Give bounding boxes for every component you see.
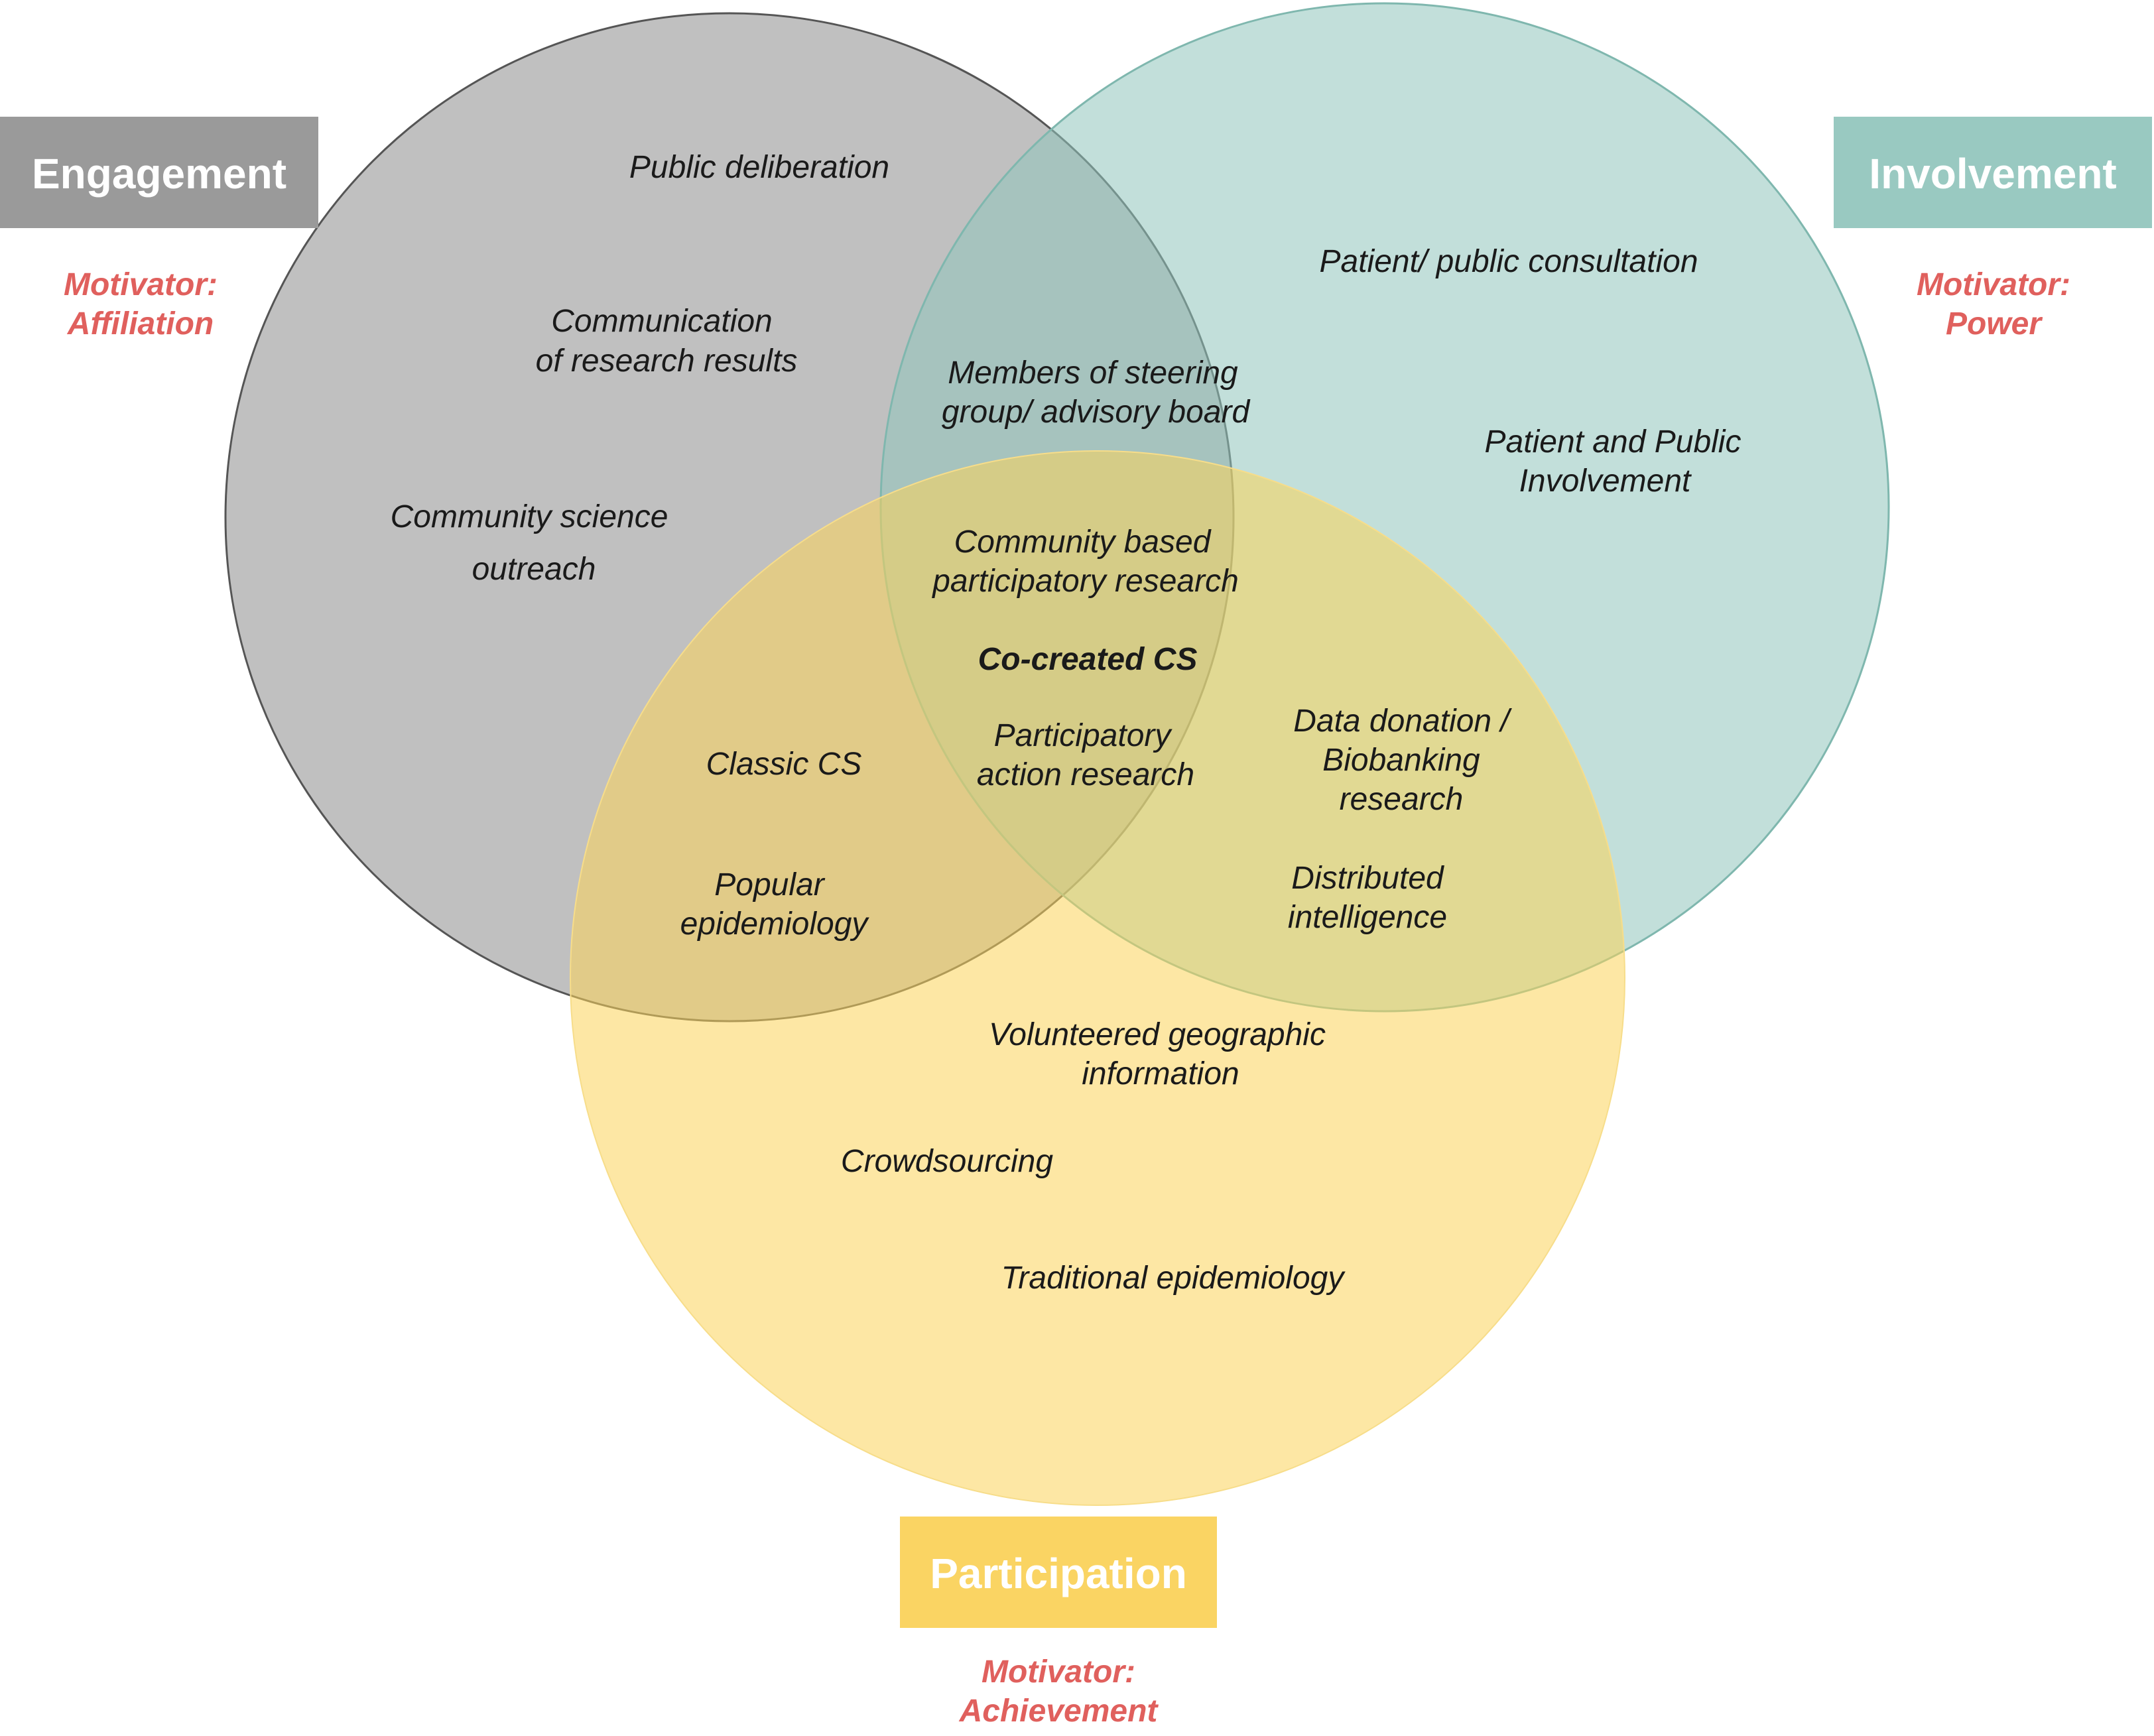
item-steering-line2: group/ advisory board	[942, 395, 1251, 430]
item-community-science-line1: Community science	[391, 499, 668, 534]
engagement-motivator-line2: Affiliation	[67, 306, 214, 341]
item-popular-epi-line2: epidemiology	[680, 906, 870, 942]
item-crowdsourcing: Crowdsourcing	[841, 1144, 1053, 1179]
item-classic-cs: Classic CS	[706, 747, 862, 782]
item-cocreated-cs: Co-created CS	[978, 642, 1198, 677]
item-community-science-line2: outreach	[472, 552, 596, 587]
item-vgi-line1: Volunteered geographic	[989, 1017, 1326, 1052]
participation-label-text: Participation	[930, 1550, 1187, 1597]
participation-label: Participation	[900, 1517, 1217, 1628]
item-communication-line2: of research results	[536, 343, 798, 379]
item-vgi-line2: information	[1082, 1056, 1239, 1091]
engagement-label: Engagement	[0, 117, 318, 228]
participation-motivator-line2: Achievement	[959, 1694, 1159, 1729]
item-ppi-line1: Patient and Public	[1485, 424, 1742, 460]
item-traditional-epi: Traditional epidemiology	[1001, 1261, 1346, 1296]
participation-label-box	[900, 1517, 1217, 1628]
engagement-motivator-line1: Motivator:	[64, 267, 218, 302]
item-public-deliberation: Public deliberation	[629, 150, 889, 185]
item-cbpr-line2: participatory research	[931, 564, 1239, 599]
involvement-label-text: Involvement	[1869, 150, 2116, 198]
item-distributed-line2: intelligence	[1288, 900, 1447, 935]
item-data-donation-line2: Biobanking	[1322, 743, 1480, 778]
item-par-line2: action research	[977, 757, 1194, 792]
involvement-motivator-line1: Motivator:	[1917, 267, 2070, 302]
item-par-line1: Participatory	[994, 718, 1173, 753]
item-popular-epi-line1: Popular	[714, 867, 825, 902]
involvement-label: Involvement	[1834, 117, 2152, 228]
item-ppi-line2: Involvement	[1519, 464, 1692, 499]
item-data-donation-line1: Data donation /	[1293, 704, 1512, 739]
engagement-label-text: Engagement	[32, 150, 286, 198]
participation-motivator-line1: Motivator:	[982, 1654, 1135, 1690]
item-distributed-line1: Distributed	[1291, 861, 1444, 896]
engagement-label-box	[0, 117, 318, 228]
item-communication-line1: Communication	[551, 304, 772, 339]
involvement-label-box	[1834, 117, 2152, 228]
item-patient-consultation: Patient/ public consultation	[1319, 244, 1698, 279]
item-steering-line1: Members of steering	[948, 355, 1238, 391]
item-cbpr-line1: Community based	[954, 525, 1212, 560]
item-data-donation-line3: research	[1340, 782, 1464, 817]
participation-circle	[570, 450, 1625, 1506]
involvement-motivator-line2: Power	[1946, 306, 2043, 341]
